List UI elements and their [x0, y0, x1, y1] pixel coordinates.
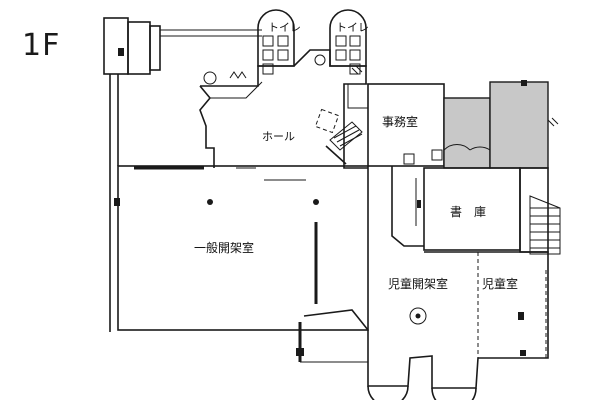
children-reading-room — [296, 251, 549, 400]
general-reading-room — [109, 165, 369, 332]
hall-label: ホール — [262, 130, 295, 143]
children-room-label: 児童室 — [482, 276, 518, 291]
hall — [199, 49, 368, 181]
hall-staircase — [314, 108, 363, 165]
entrance-block — [103, 17, 262, 166]
office-label: 事務室 — [382, 114, 418, 129]
service-area — [443, 80, 559, 169]
toilet-left-label: トイレ — [268, 21, 301, 34]
toilet-right-label: トイレ — [336, 21, 369, 34]
stacks — [391, 166, 561, 255]
floor-label: 1F — [22, 28, 61, 63]
general-reading-label: 一般開架室 — [194, 240, 254, 255]
toilet-left — [257, 9, 295, 75]
stacks-label: 書 庫 — [450, 205, 486, 219]
children-reading-label: 児童開架室 — [388, 276, 448, 291]
children-room — [477, 252, 547, 358]
toilet-right — [329, 9, 367, 75]
